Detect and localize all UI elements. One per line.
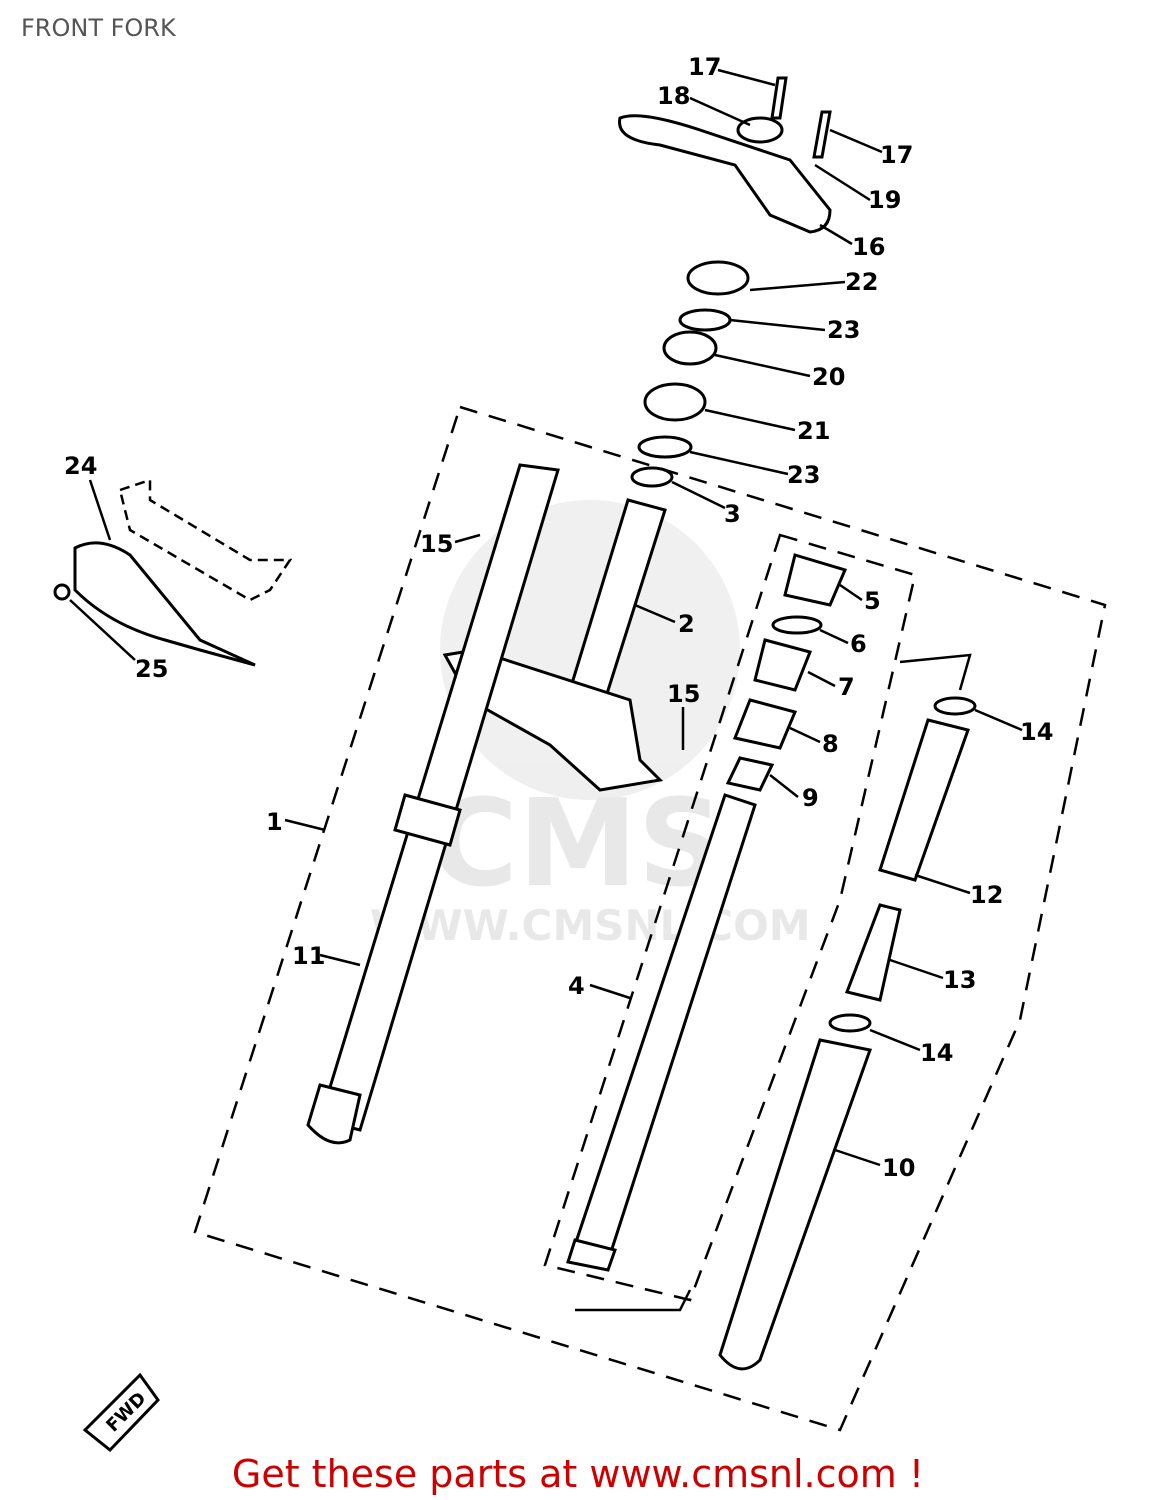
callout-14: 14 (920, 1039, 953, 1067)
callout-1: 1 (266, 808, 283, 836)
callout-18: 18 (657, 82, 690, 110)
callout-20: 20 (812, 363, 845, 391)
callout-22: 22 (845, 268, 878, 296)
callout-11: 11 (292, 942, 325, 970)
callout-4: 4 (568, 972, 585, 1000)
left-fork-tube (306, 463, 560, 1145)
callout-21: 21 (797, 417, 830, 445)
callout-5: 5 (864, 587, 881, 615)
callout-15: 15 (420, 530, 453, 558)
callout-12: 12 (970, 881, 1003, 909)
callout-14: 14 (1020, 718, 1053, 746)
callout-7: 7 (838, 673, 855, 701)
fork-assembly-outline (193, 405, 1107, 1432)
watermark-logo: CMS (430, 775, 724, 914)
callout-9: 9 (802, 784, 819, 812)
callout-labels: 17 18 17 19 16 22 23 20 21 23 3 15 24 25… (64, 53, 1053, 1182)
right-fork-parts (718, 696, 977, 1371)
steering-stem-part (442, 498, 667, 792)
watermark-url: WWW.CMSNL.COM (370, 901, 811, 950)
steering-bearing-stack (630, 260, 750, 488)
handlebar-holder-part (618, 76, 832, 234)
callout-19: 19 (868, 186, 901, 214)
callout-16: 16 (852, 233, 885, 261)
fork-seal-parts (725, 553, 848, 792)
footer-link[interactable]: Get these parts at www.cmsnl.com ! (231, 1452, 925, 1496)
callout-15: 15 (667, 680, 700, 708)
callout-24: 24 (64, 452, 97, 480)
inner-assembly-outline (543, 533, 917, 1302)
callout-10: 10 (882, 1154, 915, 1182)
leader-lines (69, 68, 1023, 1167)
callout-25: 25 (135, 655, 168, 683)
callout-23: 23 (827, 316, 860, 344)
callout-2: 2 (678, 610, 695, 638)
headlight-bracket-part (53, 478, 293, 667)
callout-13: 13 (943, 966, 976, 994)
fwd-arrow-marker: FWD (82, 1372, 160, 1453)
callout-8: 8 (822, 730, 839, 758)
inner-fork-tube (566, 793, 757, 1272)
callout-17: 17 (688, 53, 721, 81)
callout-17: 17 (880, 141, 913, 169)
page-title: FRONT FORK (21, 14, 176, 42)
callout-23: 23 (787, 461, 820, 489)
callout-3: 3 (724, 500, 741, 528)
callout-6: 6 (850, 630, 867, 658)
